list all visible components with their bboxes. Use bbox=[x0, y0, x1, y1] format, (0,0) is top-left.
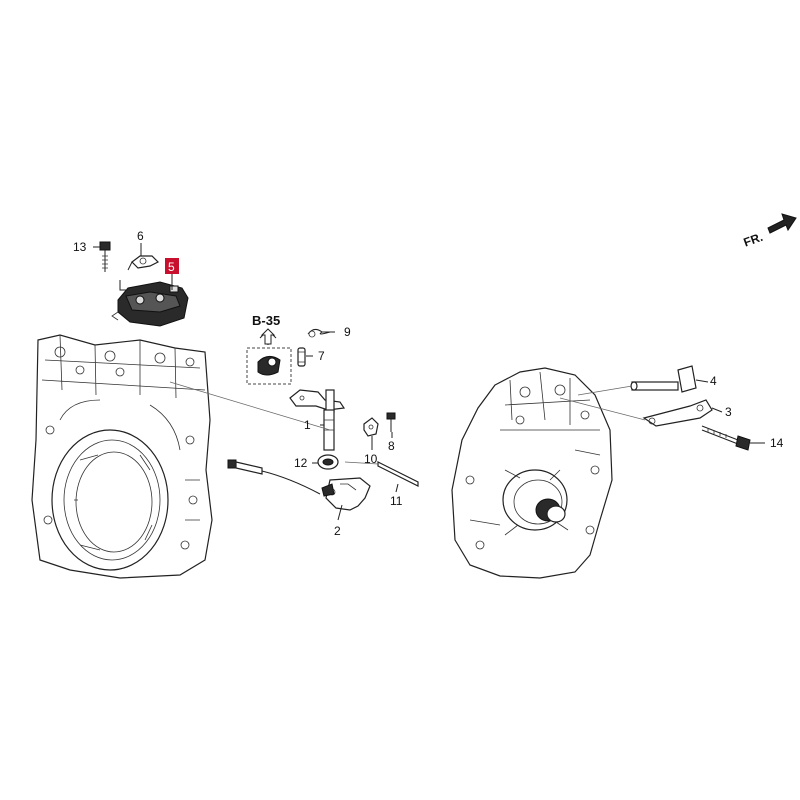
left-transmission-housing bbox=[31, 334, 213, 579]
callout-2[interactable]: 2 bbox=[334, 524, 341, 538]
callout-13[interactable]: 13 bbox=[73, 240, 87, 254]
front-direction-indicator: FR. bbox=[742, 213, 797, 250]
part-13-bolt[interactable] bbox=[99, 241, 111, 272]
callout-1[interactable]: 1 bbox=[304, 418, 311, 432]
front-arrow-icon bbox=[767, 213, 797, 234]
part-12-seal[interactable] bbox=[317, 454, 339, 470]
part-2-detent-cable[interactable] bbox=[227, 459, 371, 511]
part-11-rod[interactable] bbox=[377, 461, 419, 487]
callout-10[interactable]: 10 bbox=[364, 452, 378, 466]
callout-8[interactable]: 8 bbox=[388, 439, 395, 453]
reference-b35 bbox=[246, 328, 292, 385]
callout-3[interactable]: 3 bbox=[725, 405, 732, 419]
callout-6[interactable]: 6 bbox=[137, 229, 144, 243]
leader-lines bbox=[93, 243, 765, 521]
callout-14[interactable]: 14 bbox=[770, 436, 784, 450]
callout-11[interactable]: 11 bbox=[390, 494, 403, 508]
reference-b35-label: B-35 bbox=[252, 313, 280, 328]
callout-5[interactable]: 5 bbox=[168, 260, 175, 274]
part-14-bolt[interactable] bbox=[701, 425, 751, 451]
part-3-lever[interactable] bbox=[642, 399, 713, 427]
callout-9[interactable]: 9 bbox=[344, 325, 351, 339]
part-10-clip[interactable] bbox=[363, 417, 379, 437]
callout-12[interactable]: 12 bbox=[294, 456, 308, 470]
part-6-bracket[interactable] bbox=[127, 255, 160, 271]
callout-5-highlight bbox=[165, 258, 179, 274]
part-5-sensor[interactable] bbox=[111, 281, 189, 327]
part-9-clip[interactable] bbox=[307, 328, 331, 338]
part-1-shaft[interactable] bbox=[289, 389, 346, 451]
part-7-pin[interactable] bbox=[297, 347, 306, 367]
right-transmission-housing bbox=[451, 367, 613, 579]
part-4-shaft[interactable] bbox=[630, 365, 697, 393]
callout-7[interactable]: 7 bbox=[318, 349, 325, 363]
front-direction-label: FR. bbox=[742, 230, 765, 250]
part-8-bolt[interactable] bbox=[386, 412, 396, 432]
callout-labels: 13 6 5 B-35 9 7 1 8 10 12 11 2 4 3 14 bbox=[73, 229, 784, 538]
callout-4[interactable]: 4 bbox=[710, 374, 717, 388]
